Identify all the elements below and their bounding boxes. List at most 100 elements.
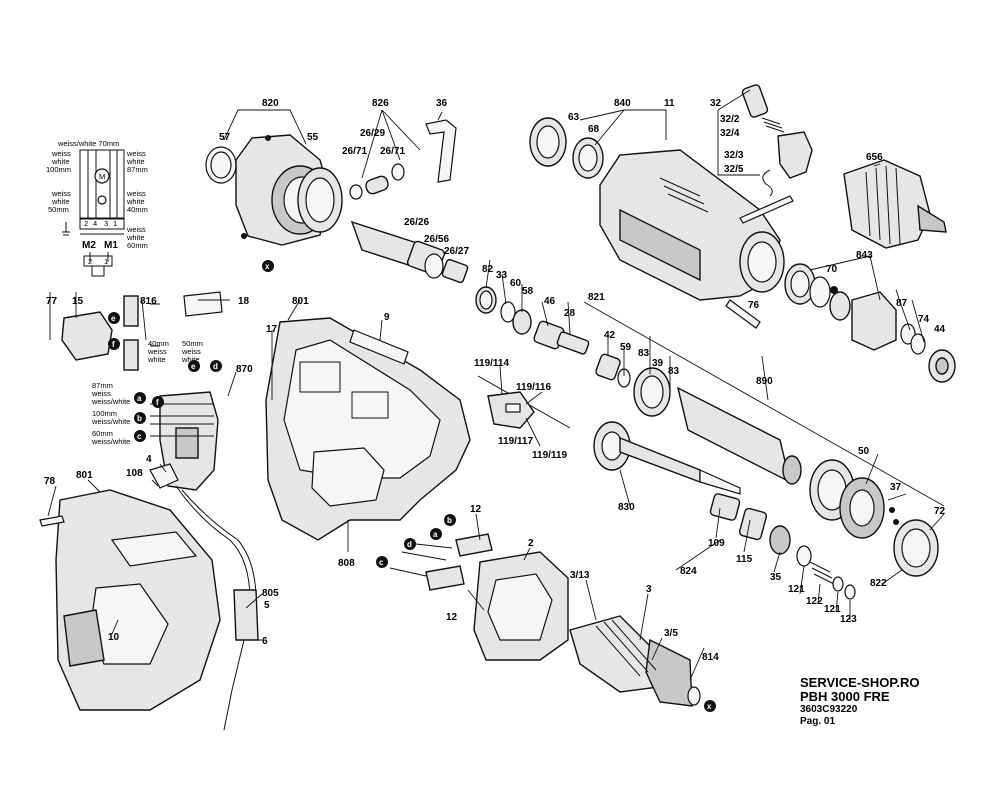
marker-f-switch xyxy=(152,396,164,408)
needle-bearing-109 xyxy=(709,493,741,521)
label-26-26: 26/26 xyxy=(404,217,429,228)
wiring-box xyxy=(79,149,125,219)
stator-2 xyxy=(473,551,569,661)
note-87mm: 87mm xyxy=(92,381,113,390)
label-115: 115 xyxy=(736,554,753,565)
hammer-tube-890 xyxy=(475,286,802,485)
wiring-label-left3: 100mm xyxy=(46,165,71,174)
marker-e-brush xyxy=(108,312,120,324)
label-32-5: 32/5 xyxy=(724,164,744,175)
label-32-3: 32/3 xyxy=(724,150,744,161)
label-83-a: 83 xyxy=(638,348,650,359)
label-77: 77 xyxy=(46,296,58,307)
label-58: 58 xyxy=(522,286,534,297)
wiring-label-right6: 40mm xyxy=(127,205,148,214)
carbon-holder-15 xyxy=(61,311,113,361)
part-number: 3603C93220 xyxy=(800,704,858,715)
svg-text:d: d xyxy=(213,362,218,371)
label-26-27: 26/27 xyxy=(444,246,469,257)
switch-group-816-870: 40mm weiss white 50mm weiss white 87mm w… xyxy=(61,291,223,491)
label-26-56: 26/56 xyxy=(424,234,449,245)
brush-cover-18 xyxy=(183,291,223,317)
label-10: 10 xyxy=(108,632,120,643)
clamp-108 xyxy=(149,463,179,489)
label-78: 78 xyxy=(44,476,56,487)
label-840: 840 xyxy=(614,98,631,109)
note-60mm: 60mm xyxy=(92,429,113,438)
label-821: 821 xyxy=(588,292,605,303)
label-121-b: 121 xyxy=(824,604,841,615)
bottom-terminal-2: 2 xyxy=(88,257,92,266)
marker-c-holder xyxy=(376,556,388,568)
svg-text:a: a xyxy=(137,394,142,403)
handle-housing-801 xyxy=(39,489,221,711)
label-32-2: 32/2 xyxy=(720,114,740,125)
housing-half-801 xyxy=(265,317,471,541)
note-87-weiss: weiss xyxy=(91,389,111,398)
label-119-117: 119/117 xyxy=(498,436,533,447)
shaft-assembly-826 xyxy=(349,119,469,284)
svg-text:a: a xyxy=(433,530,438,539)
note-60-weisswhite: weiss/white xyxy=(91,437,130,446)
lock-lever-32-3 xyxy=(777,131,813,179)
wiring-label-right8: white xyxy=(126,233,145,242)
label-44: 44 xyxy=(934,324,946,335)
note-100-weisswhite: weiss/white xyxy=(91,417,130,426)
label-72: 72 xyxy=(934,506,946,517)
label-11: 11 xyxy=(664,98,675,109)
gear-housing-assembly-820 xyxy=(205,134,343,246)
bottom-terminal-1: 1 xyxy=(104,257,108,266)
svg-text:e: e xyxy=(111,314,116,323)
label-39: 39 xyxy=(652,358,664,369)
label-2: 2 xyxy=(528,538,534,549)
wiring-label-right4: weiss xyxy=(126,189,146,198)
label-805: 805 xyxy=(262,588,279,599)
note-50-white: white xyxy=(181,355,200,364)
carbon-brush-816-b xyxy=(123,339,139,371)
svg-text:f: f xyxy=(112,340,115,349)
wiring-label-left1: weiss xyxy=(51,149,71,158)
label-119-119: 119/119 xyxy=(532,450,567,461)
brush-holders-12 xyxy=(389,533,493,591)
svg-text:b: b xyxy=(137,414,142,423)
label-816: 816 xyxy=(140,296,157,307)
leader-lines xyxy=(47,89,945,681)
marker-e-switch xyxy=(188,360,200,372)
label-87: 87 xyxy=(896,298,908,309)
label-83-b: 83 xyxy=(668,366,680,377)
label-890: 890 xyxy=(756,376,773,387)
label-830: 830 xyxy=(618,502,635,513)
svg-text:c: c xyxy=(137,432,142,441)
slider-9 xyxy=(349,329,409,365)
marker-b-holder xyxy=(444,514,456,526)
label-3: 3 xyxy=(646,584,652,595)
label-108: 108 xyxy=(126,468,143,479)
label-74: 74 xyxy=(918,314,930,325)
wiring-label-right9: 60mm xyxy=(127,241,148,250)
wiring-label-left6: 50mm xyxy=(48,205,69,214)
label-42: 42 xyxy=(604,330,616,341)
tool-holder-843 xyxy=(784,263,956,383)
label-870: 870 xyxy=(236,364,253,375)
wiring-label-left4: weiss xyxy=(51,189,71,198)
marker-x-bottom xyxy=(704,700,716,712)
wiring-label-top: weiss/white 70mm xyxy=(57,139,119,148)
marker-a-holder xyxy=(430,528,442,540)
label-119-114: 119/114 xyxy=(474,358,509,369)
note-87-weisswhite: weiss/white xyxy=(91,397,130,406)
page-number: Pag. 01 xyxy=(800,716,836,727)
marker-b-switch xyxy=(134,412,146,424)
terminal-4: 4 xyxy=(93,219,97,228)
label-32-4: 32/4 xyxy=(720,128,740,139)
label-70: 70 xyxy=(826,264,838,275)
label-121-a: 121 xyxy=(788,584,805,595)
label-63: 63 xyxy=(568,112,580,123)
terminal-1: 1 xyxy=(113,219,117,228)
marker-f-brush xyxy=(108,338,120,350)
terminal-3: 3 xyxy=(104,219,108,228)
label-12-b: 12 xyxy=(446,612,458,623)
svg-text:x: x xyxy=(265,262,270,271)
label-12-a: 12 xyxy=(470,504,482,515)
label-3-13: 3/13 xyxy=(570,570,590,581)
label-33: 33 xyxy=(496,270,508,281)
